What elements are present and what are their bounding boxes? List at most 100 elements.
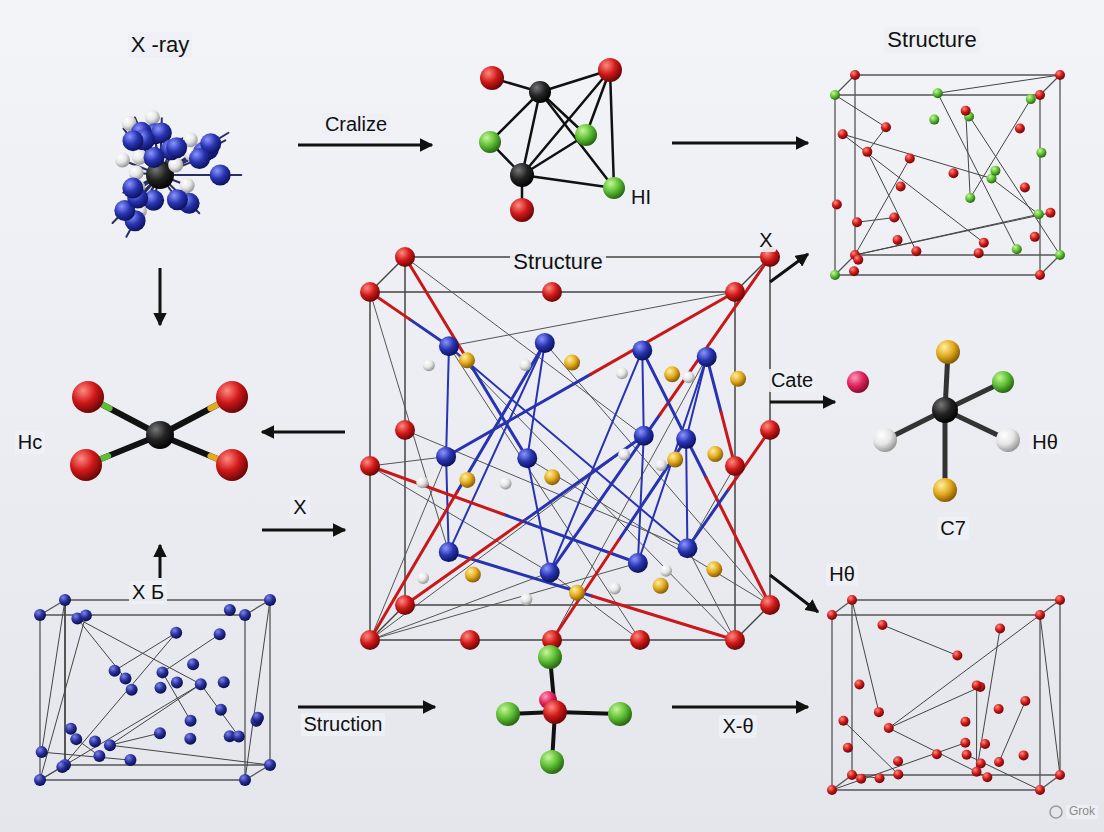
molecule-figure: Hc: [12, 325, 262, 540]
bond-line: [855, 254, 1060, 255]
atom-sphere: [239, 609, 251, 621]
atom-sphere: [683, 371, 695, 383]
bond-line: [405, 604, 770, 606]
bond-line: [977, 629, 1001, 772]
atom-sphere: [1026, 94, 1036, 104]
bond-line: [852, 600, 879, 712]
atom-sphere: [667, 452, 683, 468]
bond-line: [405, 257, 466, 358]
atom-label: C7: [937, 517, 969, 540]
atom-sphere: [115, 152, 130, 167]
structure-figure: Structure: [345, 240, 770, 645]
atom-sphere: [598, 58, 622, 82]
atom-sphere: [725, 630, 745, 650]
atom-sphere: [1020, 182, 1030, 192]
atom-sphere: [990, 166, 1000, 176]
atom-sphere: [676, 429, 696, 449]
atom-sphere: [932, 749, 942, 759]
bond-line: [852, 599, 1060, 600]
bond-line: [835, 95, 886, 127]
atom-sphere: [634, 426, 654, 446]
atom-sphere: [960, 738, 970, 748]
figure-heading: X -ray: [128, 32, 193, 57]
atom-sphere: [929, 115, 939, 125]
atom-sphere: [543, 700, 567, 724]
bond-line: [77, 619, 125, 679]
bond-line: [592, 596, 735, 640]
atom-sphere: [184, 733, 196, 745]
atom-sphere: [962, 750, 972, 760]
atom-sphere: [827, 610, 837, 620]
atom-sphere: [980, 739, 990, 749]
atom-sphere: [827, 785, 837, 795]
atom-sphere: [760, 595, 780, 615]
atom-sphere: [233, 730, 245, 742]
bond-line: [976, 685, 977, 771]
bond-line: [449, 292, 735, 346]
bond-line: [370, 457, 446, 640]
bond-line: [857, 218, 894, 223]
atom-sphere: [1030, 232, 1040, 242]
bond-line: [967, 755, 1040, 790]
bond-line: [889, 728, 988, 777]
crystal-lattice: [830, 70, 1065, 280]
arrow-connector: [159, 268, 162, 325]
atom-sphere: [519, 359, 531, 371]
atom-sphere: [145, 110, 160, 125]
atom-sphere: [628, 553, 648, 573]
atom-sphere: [360, 630, 380, 650]
atom-sphere: [500, 477, 512, 489]
atom-sphere: [961, 106, 971, 116]
atom-sphere: [480, 66, 504, 90]
bond-line: [449, 346, 687, 548]
bond-line: [832, 789, 1040, 790]
bond-line: [370, 457, 446, 466]
bond-line: [40, 779, 245, 780]
bond-line: [835, 274, 1040, 275]
bond-line: [65, 600, 66, 765]
atom-sphere: [564, 355, 580, 371]
bond-line: [245, 600, 270, 780]
bond-line: [449, 343, 545, 552]
atom-sphere: [1020, 696, 1030, 706]
atom-sphere: [264, 759, 276, 771]
bond-line: [405, 520, 524, 605]
bond-line: [244, 615, 245, 780]
atom-sphere: [1055, 595, 1065, 605]
atom-sphere: [122, 130, 143, 151]
atom-sphere: [166, 137, 187, 158]
atom-sphere: [982, 772, 992, 782]
atom-sphere: [80, 609, 92, 621]
bond-line: [638, 357, 707, 563]
bond-line: [522, 70, 610, 175]
atom-sphere: [459, 472, 475, 488]
atom-sphere: [996, 428, 1020, 452]
molecule-figure: HI: [432, 55, 672, 220]
atom-sphere: [608, 702, 632, 726]
atom-sphere: [252, 712, 264, 724]
atom-sphere: [517, 448, 537, 468]
bond-line: [370, 292, 449, 552]
atom-sphere: [154, 682, 166, 694]
atom-cluster: [113, 110, 242, 237]
bond-line: [370, 436, 644, 640]
atom-sphere: [972, 680, 982, 690]
bond-line: [269, 600, 270, 765]
atom-sphere: [104, 739, 116, 751]
molecule-figure: HθC7: [835, 320, 1075, 545]
arrow-line: [298, 706, 435, 709]
atom-sphere: [167, 189, 188, 210]
atom-sphere: [933, 88, 943, 98]
atom-sphere: [520, 593, 532, 605]
bond-line: [660, 257, 770, 415]
lattice-figure: Hθ: [818, 555, 1080, 800]
atom-sphere: [884, 723, 894, 733]
atom-sphere: [70, 449, 102, 481]
bond-line: [642, 350, 706, 477]
arrow-connector: [262, 529, 345, 532]
bond-line: [855, 214, 1039, 255]
bond-line: [65, 600, 66, 765]
arrow-label: X Б: [129, 581, 167, 604]
atom-sphere: [239, 774, 251, 786]
atom-sphere: [653, 578, 669, 594]
